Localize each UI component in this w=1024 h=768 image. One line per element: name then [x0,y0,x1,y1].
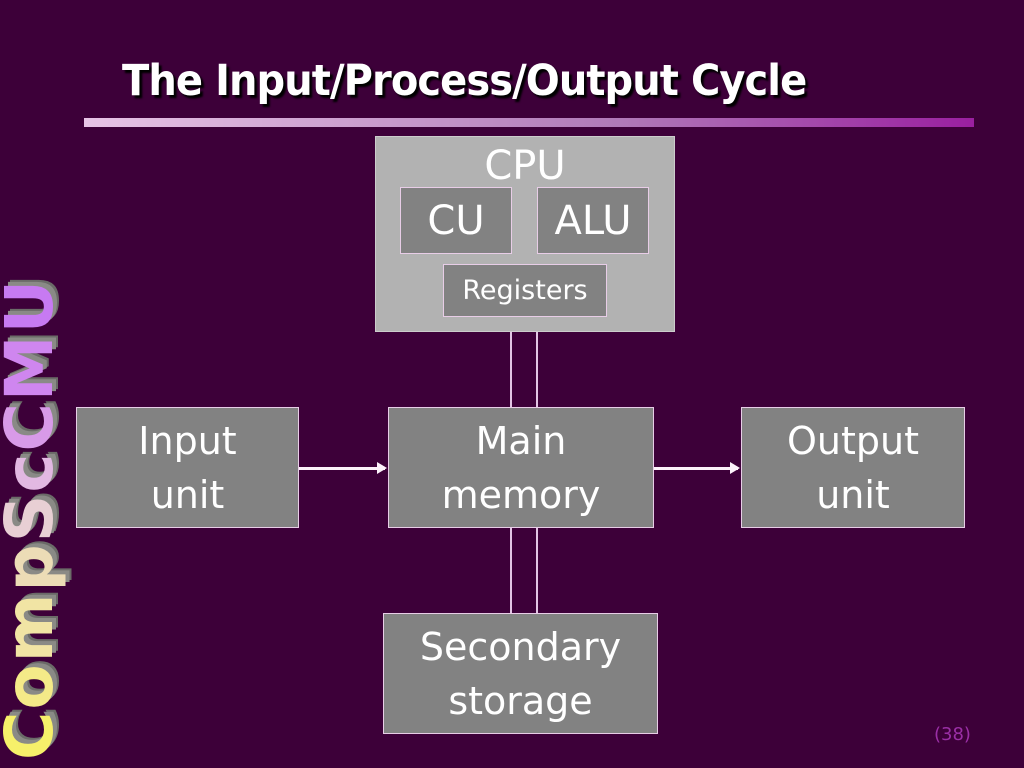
memory-storage-connector-right [536,528,538,614]
logo-letter: M [0,333,68,401]
logo-letter: c [0,452,68,493]
registers-box: Registers [443,264,607,317]
output-unit-box: Output unit [741,407,965,528]
cpu-label: CPU [484,143,566,189]
input-unit-box: Input unit [76,407,299,528]
main-memory-label-line1: Main [475,418,567,463]
logo-letter: o [0,662,68,709]
logo-letter: p [0,542,68,591]
output-unit-label-line1: Output [787,418,919,463]
input-to-memory-arrow [299,462,387,474]
input-unit-label-line2: unit [150,472,225,517]
title-divider [84,118,974,127]
memory-to-output-arrow [654,462,740,474]
main-memory-label-line2: memory [441,472,601,517]
logo-letter: C [0,401,68,451]
compsc-cmu-logo: CompScCMU [0,278,68,760]
alu-label: ALU [554,197,632,244]
memory-storage-connector-left [510,528,512,614]
cu-box: CU [400,187,512,254]
input-unit-label-line1: Input [138,418,237,463]
page-number: (38) [934,724,971,745]
logo-letter: C [0,710,68,760]
slide-title: The Input/Process/Output Cycle [122,56,807,106]
cu-label: CU [427,197,485,244]
main-memory-box: Main memory [388,407,654,528]
secondary-storage-box: Secondary storage [383,613,658,734]
output-unit-label-line2: unit [816,472,890,517]
cpu-memory-connector-right [536,332,538,408]
logo-letter: S [0,493,68,543]
registers-label: Registers [462,275,588,306]
logo-letter: U [0,278,68,334]
secondary-storage-label-line1: Secondary [419,624,622,669]
cpu-memory-connector-left [510,332,512,408]
secondary-storage-label-line2: storage [448,678,593,723]
alu-box: ALU [537,187,649,254]
logo-letter: m [0,591,68,662]
